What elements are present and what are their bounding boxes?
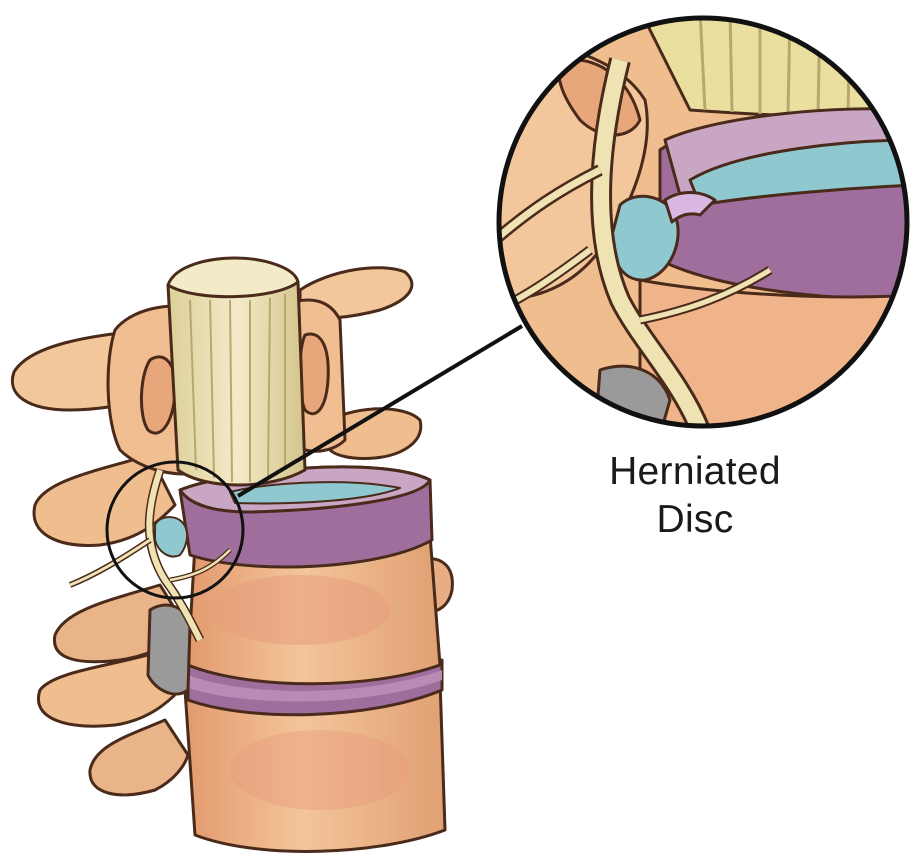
spinal-cord-top [168,258,298,297]
label-line-2: Disc [560,496,830,544]
herniated-disc-label: Herniated Disc [560,448,830,544]
label-line-1: Herniated [560,448,830,496]
facet-joint-right [300,334,329,414]
transverse-process-base [90,720,188,795]
posterior-ligament [148,605,190,694]
spine-segment [12,258,452,851]
body-shading-lower [230,730,410,810]
zoom-inset [495,10,913,435]
herniation [155,517,187,556]
body-shading [210,575,390,645]
